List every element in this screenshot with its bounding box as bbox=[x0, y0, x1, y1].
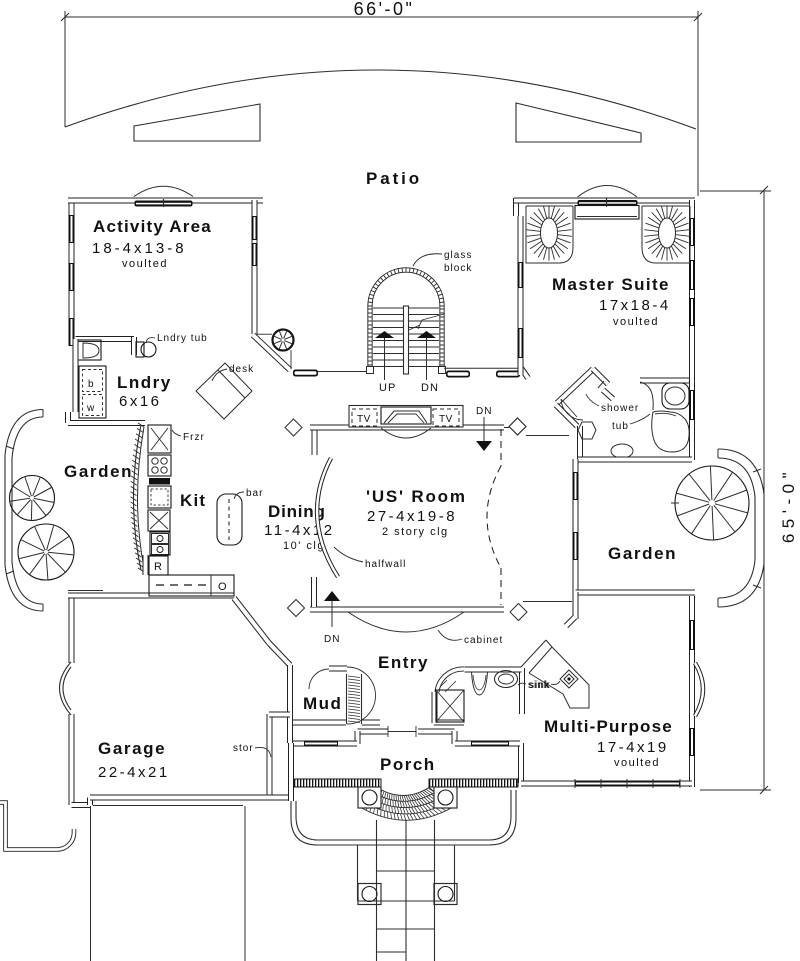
svg-text:voulted: voulted bbox=[614, 757, 660, 769]
svg-text:27-4x19-8: 27-4x19-8 bbox=[367, 508, 457, 525]
svg-text:bar: bar bbox=[246, 488, 263, 499]
svg-text:Multi-Purpose: Multi-Purpose bbox=[544, 717, 673, 736]
svg-text:shower: shower bbox=[601, 403, 639, 414]
svg-text:18-4x13-8: 18-4x13-8 bbox=[92, 240, 187, 257]
svg-text:stor: stor bbox=[233, 743, 254, 754]
svg-text:TV: TV bbox=[439, 414, 453, 425]
svg-text:Mud: Mud bbox=[303, 694, 342, 713]
svg-text:TV: TV bbox=[357, 414, 371, 425]
svg-text:DN: DN bbox=[421, 382, 439, 394]
svg-text:DN: DN bbox=[476, 406, 492, 417]
svg-text:voulted: voulted bbox=[122, 258, 168, 270]
svg-text:Garden: Garden bbox=[64, 462, 133, 481]
svg-text:Lndry tub: Lndry tub bbox=[157, 333, 208, 344]
svg-text:UP: UP bbox=[379, 382, 396, 394]
svg-text:b: b bbox=[88, 379, 94, 390]
svg-text:Porch: Porch bbox=[380, 755, 436, 774]
svg-text:Patio: Patio bbox=[366, 169, 422, 188]
svg-text:cabinet: cabinet bbox=[464, 635, 503, 646]
svg-text:halfwall: halfwall bbox=[365, 559, 406, 570]
svg-text:Kit: Kit bbox=[180, 491, 206, 510]
svg-text:DN: DN bbox=[324, 634, 340, 645]
svg-text:Entry: Entry bbox=[378, 653, 429, 672]
svg-text:tub: tub bbox=[612, 421, 629, 432]
svg-text:Dining: Dining bbox=[268, 502, 326, 521]
svg-text:Garage: Garage bbox=[98, 739, 166, 758]
svg-text:17-4x19: 17-4x19 bbox=[597, 739, 669, 756]
svg-text:6x16: 6x16 bbox=[119, 393, 162, 410]
svg-text:w: w bbox=[86, 403, 95, 414]
svg-text:65'-0": 65'-0" bbox=[779, 467, 798, 543]
svg-text:block: block bbox=[444, 263, 472, 274]
svg-text:Master Suite: Master Suite bbox=[552, 275, 670, 294]
svg-text:17x18-4: 17x18-4 bbox=[599, 297, 671, 314]
svg-text:22-4x21: 22-4x21 bbox=[98, 764, 170, 781]
svg-text:O: O bbox=[218, 581, 227, 593]
svg-text:10' clg: 10' clg bbox=[283, 540, 325, 552]
svg-text:'US' Room: 'US' Room bbox=[366, 487, 467, 506]
svg-text:desk: desk bbox=[229, 364, 254, 375]
svg-text:Activity Area: Activity Area bbox=[93, 217, 212, 236]
svg-text:2 story clg: 2 story clg bbox=[382, 526, 449, 538]
svg-text:11-4x12: 11-4x12 bbox=[264, 522, 335, 539]
svg-text:sink: sink bbox=[529, 680, 551, 691]
svg-text:glass: glass bbox=[444, 250, 472, 261]
svg-text:Frzr: Frzr bbox=[183, 432, 205, 443]
svg-text:Garden: Garden bbox=[608, 544, 677, 563]
svg-text:voulted: voulted bbox=[613, 316, 659, 328]
svg-text:R: R bbox=[154, 561, 162, 573]
svg-text:66'-0": 66'-0" bbox=[354, 0, 415, 19]
svg-text:Lndry: Lndry bbox=[117, 373, 172, 392]
svg-text:sink: sink bbox=[528, 680, 550, 691]
